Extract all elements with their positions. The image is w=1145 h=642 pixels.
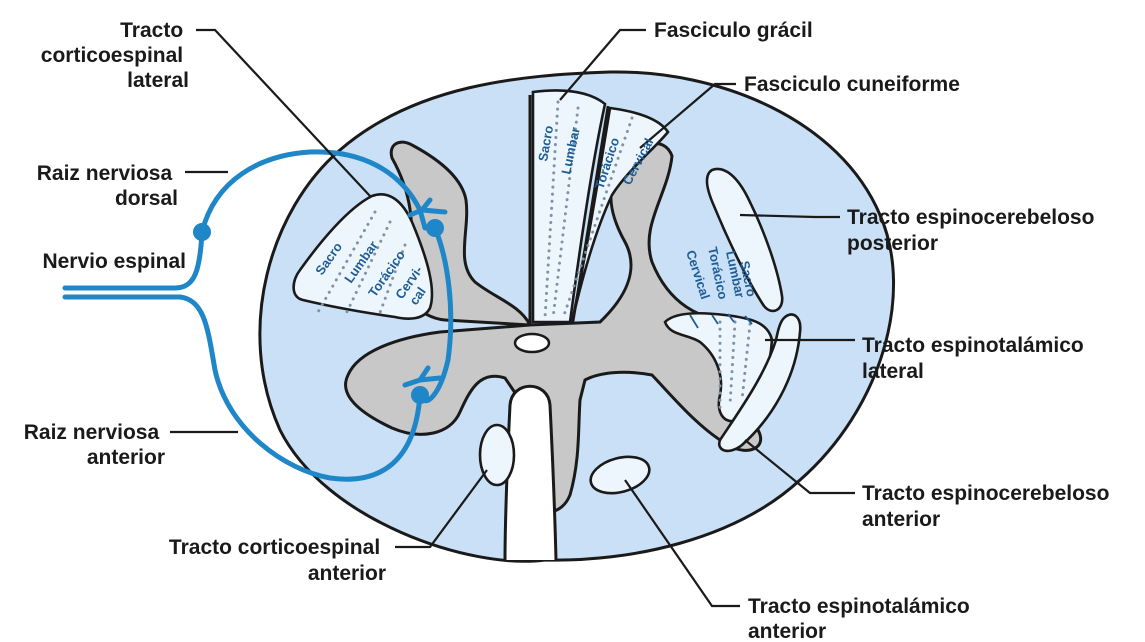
label-cuneate: Fasciculo cuneiforme: [744, 73, 960, 96]
label-spinothalamic-anterior: Tracto espinotalámico anterior: [748, 595, 976, 642]
anterior-median-fissure: [505, 386, 556, 560]
label-corticospinal-anterior: Tracto corticoespinal anterior: [169, 536, 386, 585]
label-gracile: Fasciculo grácil: [654, 19, 813, 42]
ventral-horn-neuron: [411, 386, 429, 404]
dorsal-horn-neuron: [426, 219, 444, 237]
dorsal-root-ganglion: [193, 223, 211, 241]
label-dorsal-root: Raiz nerviosa dorsal: [37, 162, 178, 210]
label-corticospinal-lateral: Tracto corticoespinal lateral: [41, 19, 189, 92]
label-spinal-nerve: Nervio espinal: [42, 250, 186, 273]
label-spinothalamic-lateral: Tracto espinotalámico lateral: [862, 334, 1090, 383]
label-spinocerebellar-anterior: Tracto espinocerebeloso anterior: [862, 482, 1115, 531]
anterior-corticospinal-tract: [480, 425, 514, 485]
label-anterior-root: Raiz nerviosa anterior: [24, 421, 165, 469]
central-canal: [515, 334, 549, 352]
